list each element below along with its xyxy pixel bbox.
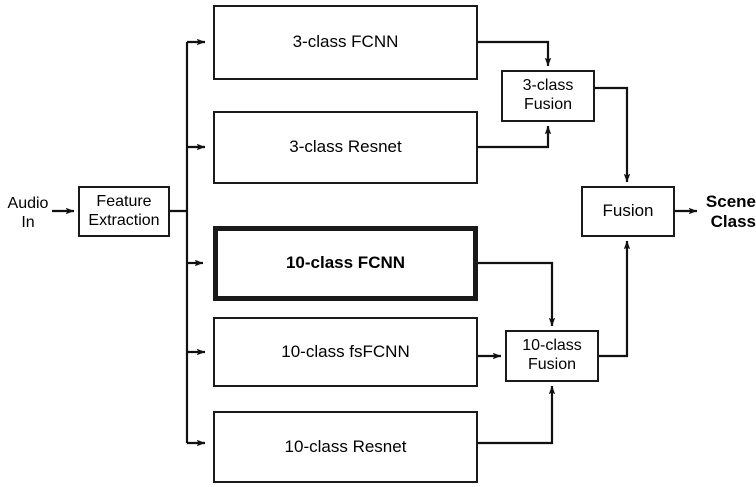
edge-10-fusion-to-fusion: [599, 240, 631, 358]
edge-3-fusion-to-fusion: [595, 86, 631, 183]
edge-10-class-fcnn-to-10-fusion: [478, 261, 556, 327]
audio-in-label: Audio In: [7, 195, 49, 232]
node-10-class-fcnn[interactable]: 10-class FCNN: [213, 226, 478, 301]
node-fusion-label: Fusion: [602, 201, 654, 221]
node-3-class-fusion[interactable]: 3-class Fusion: [501, 70, 595, 122]
edge-10-class-resnet-to-10-fusion: [478, 385, 556, 445]
node-10-class-fusion-label: 10-class Fusion: [522, 337, 582, 373]
scene-class-label: Scene Class: [705, 192, 756, 232]
node-3-class-fcnn-label: 3-class FCNN: [292, 32, 399, 52]
node-3-class-resnet[interactable]: 3-class Resnet: [213, 111, 478, 184]
node-fusion[interactable]: Fusion: [581, 186, 675, 237]
edge-3-class-fcnn-to-3-fusion: [478, 40, 552, 67]
node-10-class-resnet[interactable]: 10-class Resnet: [213, 411, 478, 483]
node-feature-extraction[interactable]: Feature Extraction: [78, 186, 170, 237]
node-10-class-resnet-label: 10-class Resnet: [284, 436, 407, 456]
node-feature-extraction-label: Feature Extraction: [88, 192, 160, 229]
node-3-class-fusion-label: 3-class Fusion: [522, 77, 574, 113]
node-10-class-fsfcnn[interactable]: 10-class fsFCNN: [213, 317, 478, 387]
node-10-class-fusion[interactable]: 10-class Fusion: [505, 330, 599, 382]
edge-3-class-resnet-to-3-fusion: [478, 125, 552, 149]
node-10-class-fsfcnn-label: 10-class fsFCNN: [281, 341, 410, 361]
node-3-class-resnet-label: 3-class Resnet: [289, 137, 402, 157]
node-3-class-fcnn[interactable]: 3-class FCNN: [213, 5, 478, 80]
node-10-class-fcnn-label: 10-class FCNN: [285, 253, 406, 273]
